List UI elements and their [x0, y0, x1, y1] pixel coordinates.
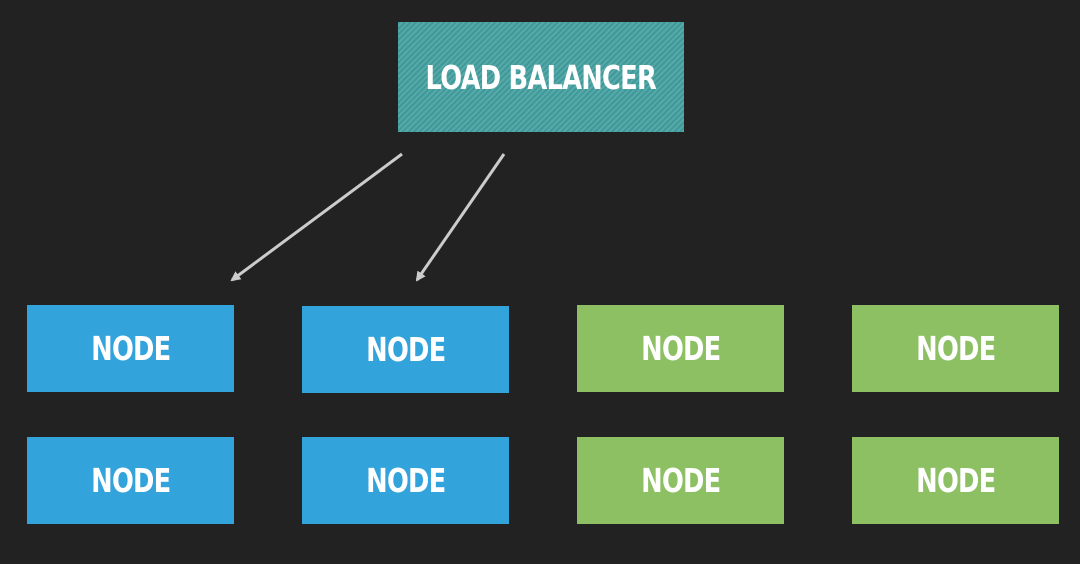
load-balancer-box: LOAD BALANCER — [398, 22, 684, 132]
node-box: NODE — [577, 437, 784, 524]
node-box: NODE — [852, 305, 1059, 392]
node-box: NODE — [852, 437, 1059, 524]
node-label: NODE — [365, 461, 446, 500]
arrow-lb-to-node-2 — [415, 153, 506, 282]
load-balancer-label: LOAD BALANCER — [425, 57, 657, 97]
node-label: NODE — [640, 329, 721, 368]
node-box: NODE — [27, 305, 234, 392]
arrow-lb-to-node-1 — [230, 152, 403, 282]
node-label: NODE — [90, 329, 171, 368]
node-box: NODE — [577, 305, 784, 392]
node-label: NODE — [915, 461, 996, 500]
node-box: NODE — [27, 437, 234, 524]
node-label: NODE — [90, 461, 171, 500]
node-label: NODE — [365, 330, 446, 369]
node-box: NODE — [302, 306, 509, 393]
node-label: NODE — [640, 461, 721, 500]
node-label: NODE — [915, 329, 996, 368]
node-box: NODE — [302, 437, 509, 524]
